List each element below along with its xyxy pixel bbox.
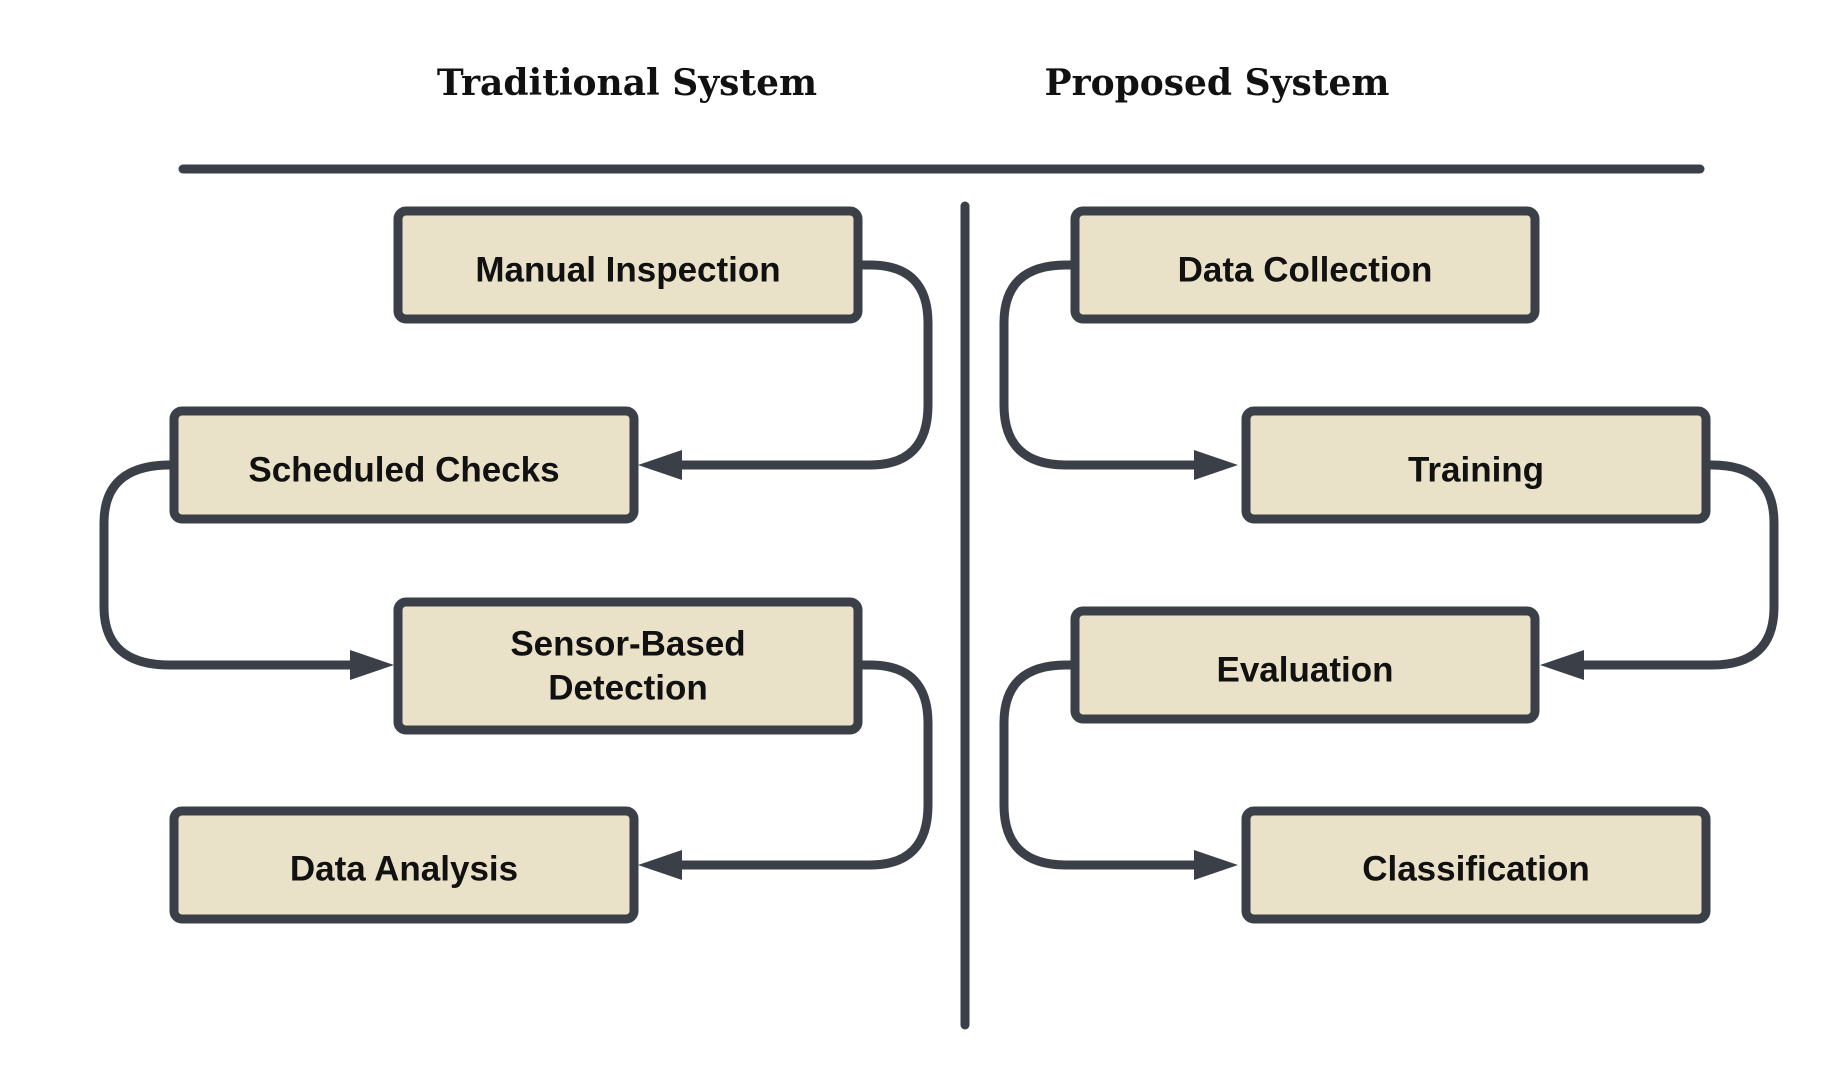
- arrowhead-to-sensor: [350, 650, 394, 680]
- node-sensor-based-detection-label-line1: Sensor-Based: [510, 624, 745, 663]
- node-data-analysis-label: Data Analysis: [290, 849, 518, 888]
- node-data-collection: Data Collection: [1070, 206, 1540, 324]
- node-training-label: Training: [1408, 450, 1544, 489]
- connector-manual-to-scheduled: [670, 260, 933, 470]
- connector-sensor-to-analysis: [670, 660, 933, 870]
- arrowhead-to-training: [1194, 450, 1238, 480]
- node-training: Training: [1241, 406, 1711, 524]
- node-classification-label: Classification: [1362, 849, 1590, 888]
- node-scheduled-checks-label: Scheduled Checks: [248, 450, 559, 489]
- node-manual-inspection: Manual Inspection: [393, 206, 863, 324]
- heading-proposed-system: Proposed System: [1045, 62, 1390, 104]
- node-classification: Classification: [1241, 806, 1711, 924]
- node-evaluation: Evaluation: [1070, 606, 1540, 724]
- node-data-collection-label: Data Collection: [1178, 250, 1433, 289]
- connector-evaluation-to-classification: [999, 660, 1204, 870]
- connector-scheduled-to-sensor: [99, 460, 360, 670]
- arrowhead-to-evaluation: [1540, 650, 1584, 680]
- connector-training-to-evaluation: [1574, 460, 1779, 670]
- node-sensor-based-detection: Sensor-Based Detection: [393, 597, 863, 735]
- node-scheduled-checks: Scheduled Checks: [169, 406, 639, 524]
- heading-traditional-system: Traditional System: [437, 62, 817, 104]
- arrowhead-to-analysis: [638, 850, 682, 880]
- node-sensor-based-detection-label-line2: Detection: [548, 668, 707, 707]
- arrowhead-to-classification: [1194, 850, 1238, 880]
- node-manual-inspection-label: Manual Inspection: [475, 250, 780, 289]
- node-data-analysis: Data Analysis: [169, 806, 639, 924]
- connector-collection-to-training: [999, 260, 1204, 470]
- node-evaluation-label: Evaluation: [1217, 650, 1394, 689]
- arrowhead-to-scheduled: [638, 450, 682, 480]
